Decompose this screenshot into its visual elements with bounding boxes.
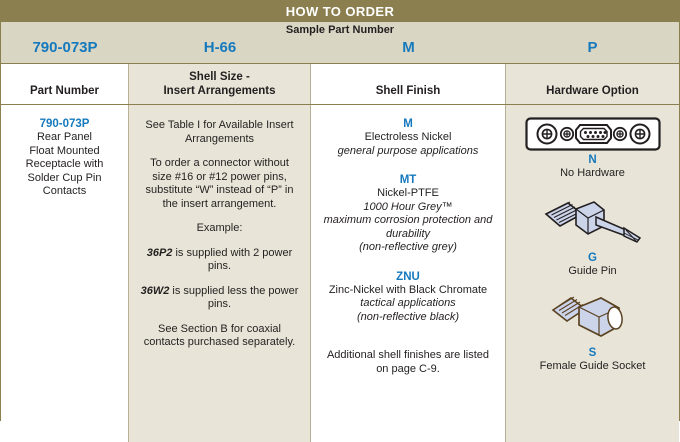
part-number-desc-line4: Solder Cup Pin bbox=[27, 171, 102, 184]
shell-finish-name-m: Electroless Nickel bbox=[364, 131, 452, 143]
shell-finish-note-mt-3: (non-reflective grey) bbox=[359, 241, 457, 253]
example-2-code: 36W2 bbox=[140, 284, 170, 297]
part-number-desc-line5: Contacts bbox=[42, 185, 87, 197]
shell-finish-code-mt: MT bbox=[399, 174, 417, 186]
dsub-connector-no-hardware-icon bbox=[524, 117, 661, 151]
hardware-option-n: N No Hardware bbox=[506, 117, 679, 180]
hardware-label-n: No Hardware bbox=[560, 167, 625, 179]
part-number-desc-line1: Rear Panel bbox=[36, 131, 93, 143]
column-hardware-option: N No Hardware bbox=[506, 105, 679, 442]
hardware-code-n: N bbox=[588, 154, 597, 166]
page-title: HOW TO ORDER bbox=[285, 4, 395, 19]
shell-finish-option-mt: MT Nickel-PTFE 1000 Hour Grey™ maximum c… bbox=[321, 173, 495, 255]
shell-size-example-1: 36P2 is supplied with 2 power pins. bbox=[139, 247, 300, 274]
part-number-code: 790-073P bbox=[39, 118, 90, 130]
shell-size-example-2: 36W2 is supplied less the power pins. bbox=[139, 285, 300, 312]
sample-part-number-label: Sample Part Number bbox=[285, 24, 395, 36]
column-part-number: 790-073P Rear Panel Float Mounted Recept… bbox=[1, 105, 129, 442]
shell-size-header-line2: Insert Arrangements bbox=[163, 84, 276, 97]
table-title-bar: HOW TO ORDER bbox=[1, 1, 679, 22]
shell-finish-option-m: M Electroless Nickel general purpose app… bbox=[321, 117, 495, 158]
shell-finish-note-mt-1: 1000 Hour Grey™ bbox=[363, 200, 453, 213]
hardware-code-g: G bbox=[588, 252, 597, 264]
column-header-hardware-option: Hardware Option bbox=[506, 64, 679, 104]
shell-finish-note-znu-1: tactical applications bbox=[360, 297, 456, 309]
shell-finish-note-mt-2: maximum corrosion protection and durabil… bbox=[323, 214, 493, 240]
guide-pin-icon bbox=[544, 201, 641, 243]
sample-code-shell-size: H-66 bbox=[203, 39, 237, 56]
sample-part-number-band: Sample Part Number 790-073P H-66 M P bbox=[1, 22, 679, 64]
sample-code-shell-finish: M bbox=[402, 39, 415, 56]
column-header-part-number-label: Part Number bbox=[29, 84, 100, 97]
example-1-text: is supplied with 2 power pins. bbox=[172, 246, 293, 273]
column-shell-size: See Table I for Available Insert Arrange… bbox=[129, 105, 311, 442]
female-guide-socket-icon bbox=[551, 296, 623, 337]
column-header-part-number: Part Number bbox=[1, 64, 129, 104]
shell-finish-code-znu: ZNU bbox=[396, 270, 420, 283]
example-2-text: is supplied less the power pins. bbox=[169, 284, 299, 311]
column-header-shell-finish-label: Shell Finish bbox=[375, 84, 441, 97]
shell-size-example-label: Example: bbox=[196, 222, 243, 234]
shell-size-header-line1: Shell Size - bbox=[189, 71, 250, 83]
shell-finish-note-m-1: general purpose applications bbox=[337, 144, 479, 157]
sample-part-number-codes: 790-073P H-66 M P bbox=[1, 37, 679, 63]
shell-finish-note-znu-2: (non-reflective black) bbox=[356, 310, 460, 323]
sample-code-hardware-option: P bbox=[587, 39, 598, 56]
shell-size-substitution-note: To order a connector without size #16 or… bbox=[145, 157, 294, 210]
column-shell-finish: M Electroless Nickel general purpose app… bbox=[311, 105, 506, 442]
sample-code-part-number: 790-073P bbox=[32, 39, 98, 56]
column-header-row: Part Number Shell Size - Insert Arrangem… bbox=[1, 64, 679, 105]
example-1-code: 36P2 bbox=[146, 246, 173, 259]
part-number-desc-line3: Receptacle with bbox=[25, 158, 104, 170]
hardware-code-s: S bbox=[588, 347, 597, 359]
part-number-description: Rear Panel Float Mounted Receptacle with… bbox=[9, 131, 120, 199]
shell-size-intro: See Table I for Available Insert Arrange… bbox=[145, 119, 294, 145]
table-body: 790-073P Rear Panel Float Mounted Recept… bbox=[1, 105, 679, 442]
shell-size-coax-note: See Section B for coaxial contacts purch… bbox=[143, 322, 296, 349]
part-number-desc-line2: Float Mounted bbox=[29, 144, 100, 157]
column-header-hardware-option-label: Hardware Option bbox=[546, 84, 639, 97]
column-header-shell-size: Shell Size - Insert Arrangements bbox=[129, 64, 311, 104]
shell-finish-footnote: Additional shell finishes are listed on … bbox=[326, 349, 490, 375]
hardware-option-s: S Female Guide Socket bbox=[506, 294, 679, 373]
shell-finish-code-m: M bbox=[403, 118, 413, 130]
shell-finish-name-znu: Zinc-Nickel with Black Chromate bbox=[328, 283, 488, 296]
hardware-option-g: G Guide Pin bbox=[506, 197, 679, 278]
column-header-shell-size-label: Shell Size - Insert Arrangements bbox=[163, 71, 275, 98]
hardware-label-s: Female Guide Socket bbox=[539, 360, 646, 372]
column-header-shell-finish: Shell Finish bbox=[311, 64, 506, 104]
shell-finish-option-znu: ZNU Zinc-Nickel with Black Chromate tact… bbox=[321, 270, 495, 325]
hardware-label-g: Guide Pin bbox=[568, 265, 617, 277]
shell-finish-name-mt: Nickel-PTFE bbox=[377, 187, 439, 199]
